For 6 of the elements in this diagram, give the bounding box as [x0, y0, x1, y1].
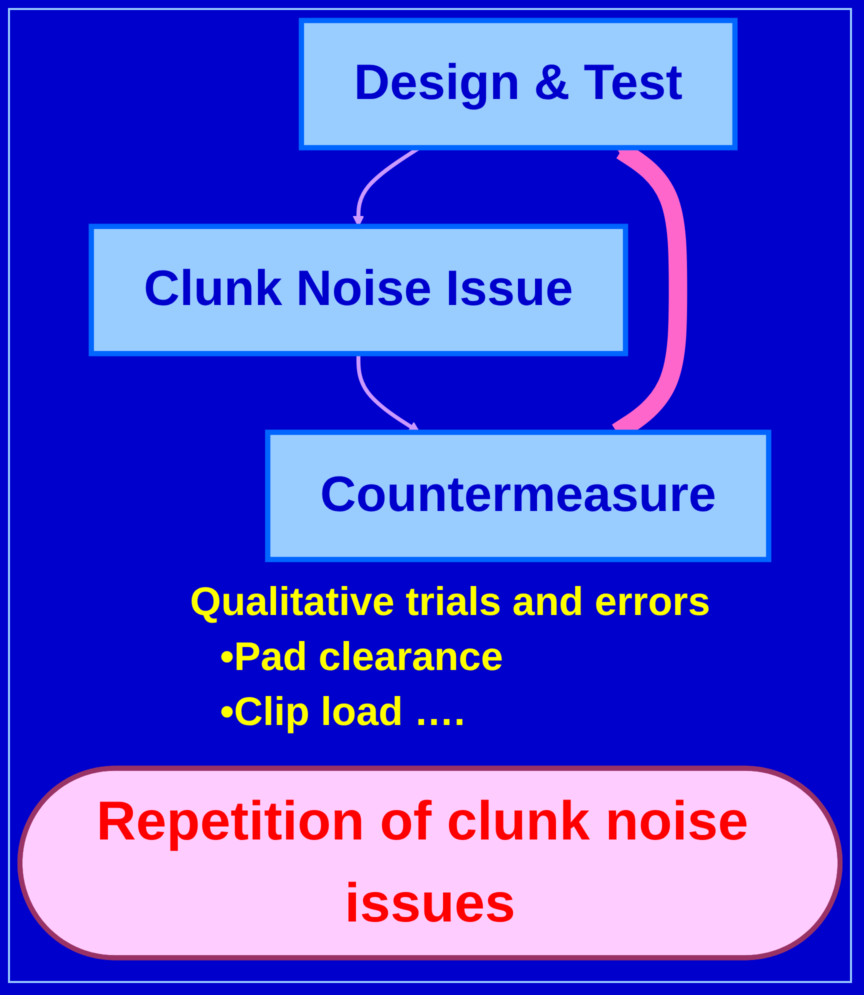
- note-heading: Qualitative trials and errors: [190, 580, 710, 625]
- node-box: Design & Test: [298, 18, 738, 150]
- bullet-item: •Clip load ….: [220, 690, 466, 735]
- bullet-item: •Pad clearance: [220, 635, 504, 680]
- node-box: Countermeasure: [265, 430, 772, 562]
- node-box: Clunk Noise Issue: [88, 224, 628, 356]
